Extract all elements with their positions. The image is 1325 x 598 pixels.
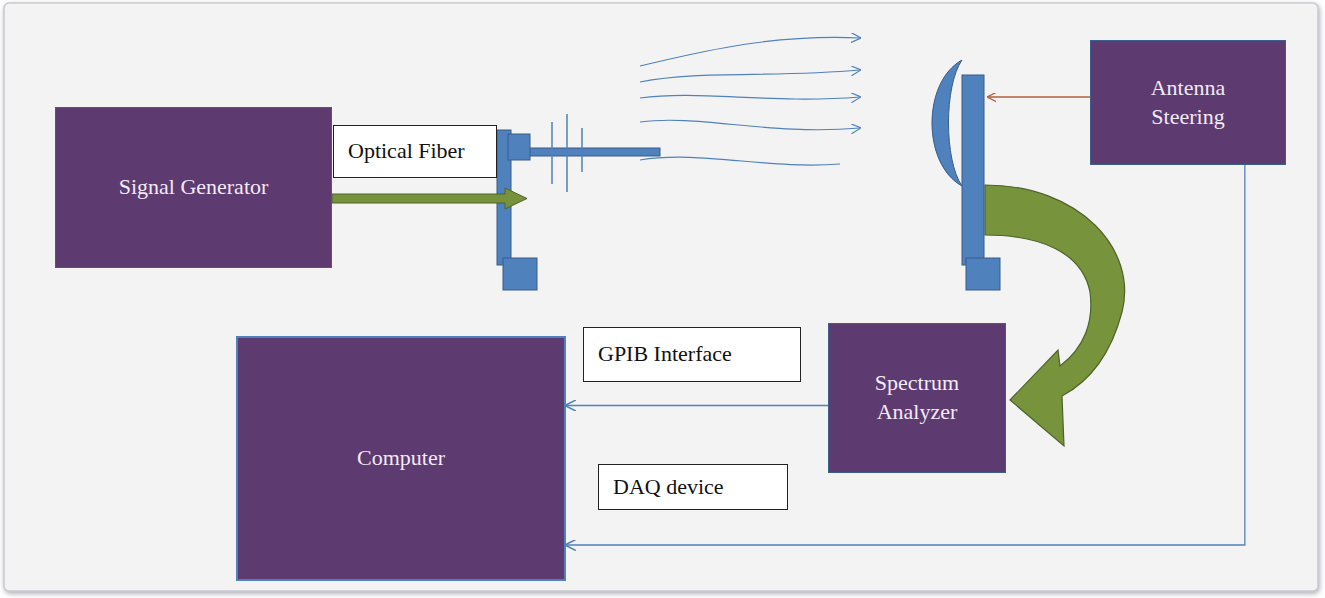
box-label: Computer — [357, 444, 445, 473]
edge-label: DAQ device — [613, 474, 724, 500]
box-label: Antenna Steering — [1123, 74, 1253, 131]
wave-line — [640, 157, 840, 165]
antenna-base — [966, 258, 1000, 290]
transmit-antenna — [497, 114, 660, 290]
box-label: Spectrum Analyzer — [857, 369, 977, 426]
interface-tag: GPIB Interface — [583, 327, 801, 382]
steering-arrow — [988, 96, 1090, 97]
antenna-mount — [508, 134, 530, 160]
label-text: Optical Fiber — [348, 138, 465, 164]
antenna-steering-box: Antenna Steering — [1090, 40, 1286, 165]
fiber-arrow — [332, 188, 527, 209]
box-label: Signal Generator — [119, 173, 269, 202]
antenna-boom — [528, 148, 660, 156]
interface-tag: DAQ device — [598, 464, 788, 510]
dipole-element — [551, 122, 553, 184]
signal-generator-box: Signal Generator — [55, 107, 332, 268]
wave-line — [640, 70, 860, 82]
dipole-element — [566, 114, 568, 192]
wave-line — [640, 37, 860, 66]
receive-antenna — [932, 60, 1000, 290]
spectrum-analyzer-box: Spectrum Analyzer — [828, 323, 1006, 473]
antenna-base — [503, 258, 537, 290]
fiber-tag: Optical Fiber — [333, 125, 497, 178]
wave-line — [640, 120, 860, 130]
radio-waves — [640, 37, 860, 165]
signal-wire — [566, 405, 828, 406]
dipole-element — [581, 128, 583, 172]
edge-label: GPIB Interface — [598, 341, 732, 367]
dish-reflector — [932, 60, 962, 186]
frame — [4, 3, 1318, 591]
computer-box: Computer — [236, 336, 566, 581]
antenna-post — [962, 75, 984, 265]
wave-line — [640, 95, 860, 99]
signal-wire — [566, 165, 1245, 545]
